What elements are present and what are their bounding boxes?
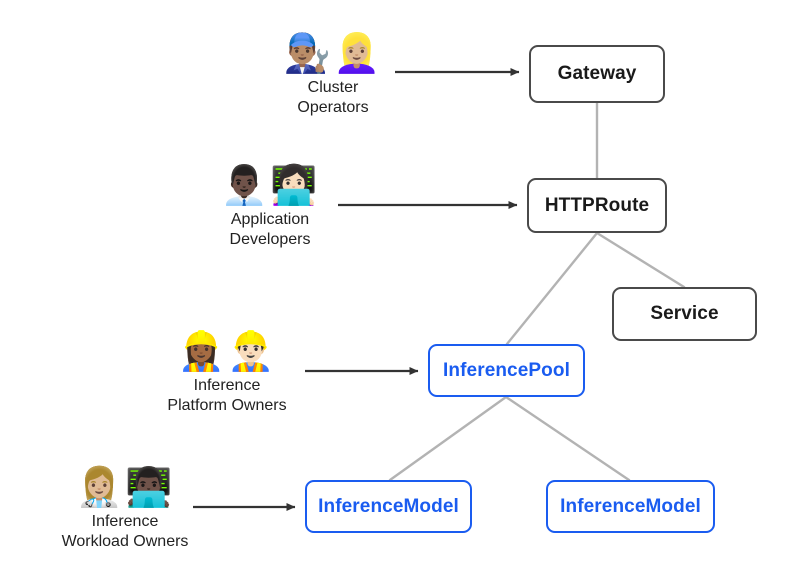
node-label-inferencemodel-left: InferenceModel bbox=[318, 495, 459, 517]
persona-cluster-operators: 👨🏽‍🔧👱🏼‍♀️ Cluster Operators bbox=[228, 34, 438, 118]
man-mechanic-icon woman-mechanic-icon: 👨🏽‍🔧👱🏼‍♀️ bbox=[283, 31, 383, 75]
man-office-worker-icon woman-technologist-icon: 👨🏿‍💼👩🏻‍💻 bbox=[220, 163, 320, 207]
node-label-inferencepool: InferencePool bbox=[443, 359, 570, 381]
node-inferencepool[interactable]: InferencePool bbox=[428, 344, 585, 397]
node-inferencemodel-right[interactable]: InferenceModel bbox=[546, 480, 715, 533]
node-httproute[interactable]: HTTPRoute bbox=[527, 178, 667, 233]
node-label-inferencemodel-right: InferenceModel bbox=[560, 495, 701, 517]
node-gateway[interactable]: Gateway bbox=[529, 45, 665, 103]
node-inferencemodel-left[interactable]: InferenceModel bbox=[305, 480, 472, 533]
edge-httproute-pool bbox=[505, 231, 599, 346]
edge-pool-model-left bbox=[388, 395, 508, 482]
persona-label-application-developers: Application Developers bbox=[229, 211, 311, 248]
persona-inference-workload-owners: 👩🏼‍⚕️👨🏿‍💻 Inference Workload Owners bbox=[20, 468, 230, 552]
edge-pool-model-right bbox=[504, 395, 631, 482]
node-label-gateway: Gateway bbox=[557, 63, 637, 85]
node-label-httproute: HTTPRoute bbox=[544, 194, 650, 216]
persona-arrows bbox=[193, 68, 520, 511]
persona-label-cluster-operators: Cluster Operators bbox=[297, 79, 369, 116]
woman-construction-worker-icon man-construction-worker-icon: 👷🏾‍♀️👷🏻‍♂️ bbox=[177, 329, 277, 373]
woman-health-worker-icon man-technologist-icon: 👩🏼‍⚕️👨🏿‍💻 bbox=[75, 465, 175, 509]
node-label-service: Service bbox=[650, 303, 719, 325]
persona-label-inference-platform-owners: Inference Platform Owners bbox=[167, 377, 287, 414]
edge-httproute-service bbox=[595, 231, 686, 289]
persona-application-developers: 👨🏿‍💼👩🏻‍💻 Application Developers bbox=[165, 166, 375, 250]
node-service[interactable]: Service bbox=[612, 287, 757, 341]
persona-label-inference-workload-owners: Inference Workload Owners bbox=[61, 513, 189, 550]
persona-inference-platform-owners: 👷🏾‍♀️👷🏻‍♂️ Inference Platform Owners bbox=[122, 332, 332, 416]
